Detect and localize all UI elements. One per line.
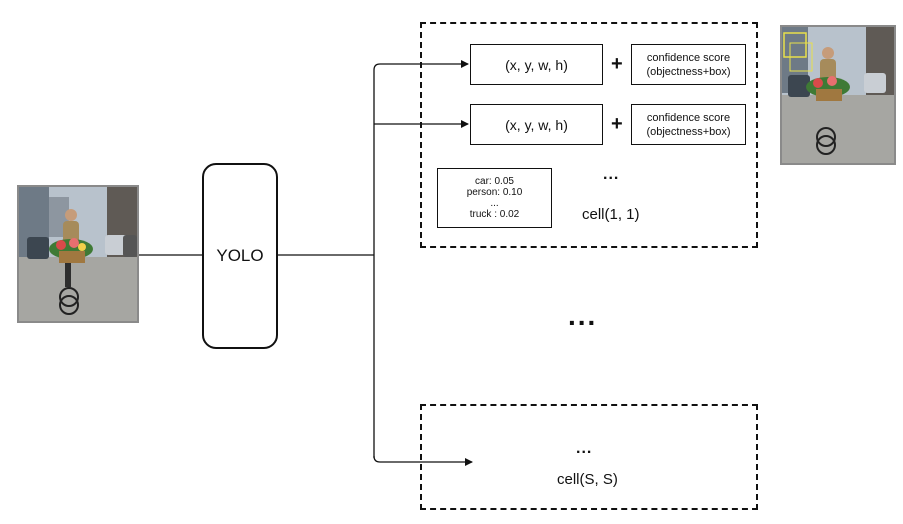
class-prob-truck: truck : 0.02 [469, 209, 520, 220]
confidence-score-box-2: confidence score (objectness+box) [631, 104, 746, 145]
cell-last-label: cell(S, S) [557, 471, 618, 488]
bbox-coords-text-2: (x, y, w, h) [505, 116, 568, 133]
confidence-label-1: confidence score [646, 51, 731, 64]
bbox-coords-box-1: (x, y, w, h) [470, 44, 603, 85]
grid-cell-last [420, 404, 758, 510]
yolo-label: YOLO [216, 246, 264, 265]
cell-last-ellipsis: ... [576, 440, 593, 457]
arrow-to-last-cell [373, 455, 473, 466]
class-probabilities-box: car: 0.05 person: 0.10 ... truck : 0.02 [437, 168, 552, 228]
output-photo [780, 25, 896, 165]
class-prob-ellipsis: ... [490, 198, 499, 209]
plus-sign-1: + [611, 53, 623, 75]
bbox-coords-box-2: (x, y, w, h) [470, 104, 603, 145]
yolo-model-box: YOLO [202, 163, 278, 349]
more-boxes-ellipsis: ... [603, 166, 620, 183]
confidence-sublabel-1: (objectness+box) [646, 65, 731, 78]
confidence-score-box-1: confidence score (objectness+box) [631, 44, 746, 85]
plus-sign-2: + [611, 113, 623, 135]
grid-cell-first [420, 22, 758, 248]
cyclist-detection-illustration [782, 27, 894, 163]
input-photo [17, 185, 139, 323]
cyclist-photo-illustration [19, 187, 137, 321]
class-prob-person: person: 0.10 [466, 187, 523, 198]
detection-box-yellow-2 [789, 42, 813, 72]
confidence-label-2: confidence score [646, 111, 731, 124]
bbox-coords-text-1: (x, y, w, h) [505, 56, 568, 73]
class-prob-car: car: 0.05 [475, 176, 514, 187]
detection-box-yellow [783, 32, 807, 58]
cell-first-label: cell(1, 1) [582, 206, 640, 223]
confidence-sublabel-2: (objectness+box) [646, 125, 731, 138]
split-vertical-line [373, 63, 381, 458]
more-cells-ellipsis: ... [568, 300, 598, 331]
